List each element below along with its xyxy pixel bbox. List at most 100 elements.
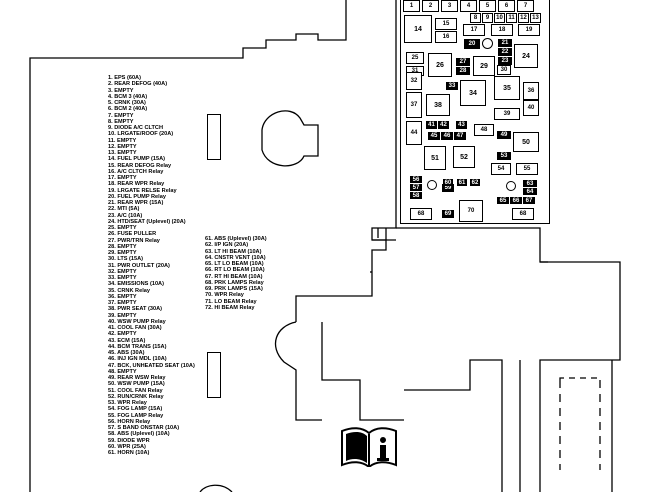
fuse-19: 19 [518,24,540,36]
fuse-46: 46 [441,132,453,140]
legend-entry: 13. EMPTY [108,150,137,156]
legend-entry: 67. RT HI BEAM (10A) [205,273,263,280]
legend-entry: 22. MTI (5A) [108,206,140,213]
fuse-holder-circle [482,38,493,49]
legend-entry: 39. EMPTY [108,312,137,319]
legend-entry: 64. CNSTR VENT (10A) [205,254,266,261]
fuse-69: 69 [442,210,454,218]
fuse-64: 64 [523,188,537,195]
fuse-61: 61 [457,179,467,186]
fuse-63: 63 [523,180,537,187]
fuse-1: 1 [403,0,420,12]
legend-entry: 16. A/C CLTCH Relay [108,168,164,175]
legend-entry: 68. PRK LAMPS Relay [205,279,264,286]
fuse-14: 14 [404,15,432,43]
fuse-4: 4 [460,0,477,12]
legend-entry: 27. PWR/TRN Relay [108,237,160,244]
fuse-21: 21 [498,39,512,47]
fuse-36: 36 [523,82,539,100]
legend-entry: 5. CRNK (30A) [108,100,146,106]
legend-entry: 2. REAR DEFOG (40A) [108,81,168,88]
legend-entry: 19. LRGATE RELSE Relay [108,187,177,194]
legend-entry: 33. EMPTY [108,275,137,281]
fuse-slot-decor-a [207,114,221,160]
legend-entry: 35. CRNK Relay [108,287,150,294]
legend-entry: 70. WPR Relay [205,292,244,299]
legend-entry: 24. HTD/SEAT (Uplevel) (20A) [108,218,186,225]
fuse-24: 24 [514,44,538,68]
legend-entry: 66. RT LO BEAM (10A) [205,267,265,274]
fuse-54: 54 [491,163,511,175]
fuse-58: 58 [410,192,422,199]
fuse-11: 11 [506,13,517,23]
legend-entry: 56. HORN Relay [108,418,151,425]
legend-entry: 42. EMPTY [108,331,137,338]
fuse-57: 57 [410,184,422,191]
fuse-34: 34 [460,80,486,106]
legend-entry: 54. FOG LAMP (15A) [108,406,163,413]
fuse-42: 42 [438,121,449,129]
legend-entry: 72. HI BEAM Relay [205,304,255,311]
fuse-41: 41 [426,121,437,129]
legend-entry: 40. WSW PUMP Relay [108,318,166,325]
legend-entry: 23. A/C (10A) [108,212,143,219]
legend-entry: 65. LT LO BEAM (10A) [205,261,264,267]
legend-entry: 60. WPR (25A) [108,443,146,450]
legend-entry: 21. REAR WPR (15A) [108,200,164,206]
fuse-56: 56 [410,176,422,183]
fuse-47: 47 [454,132,466,140]
legend-entry: 9. DIODE A/C CLTCH [108,125,164,131]
fuse-17: 17 [463,24,485,36]
fuse-28: 28 [456,67,470,75]
fuse-3: 3 [441,0,458,12]
fuse-39: 39 [494,108,520,120]
legend-entry: 17. EMPTY [108,175,137,181]
legend-entry: 59. DIODE WPR [108,437,150,444]
fuse-27: 27 [456,58,470,66]
legend-entry: 46. INJ IGN MDL (10A) [108,356,167,363]
legend-entry: 62. I/P IGN (20A) [205,242,249,249]
legend-entry: 6. BCM 2 (40A) [108,106,148,113]
fuse-37: 37 [406,92,422,118]
legend-entry: 45. ABS (30A) [108,350,145,356]
fuse-65: 65 [497,197,509,204]
fuse-48: 48 [474,124,494,136]
fuse-6: 6 [498,0,515,12]
fuse-55: 55 [516,163,538,175]
fuse-50: 50 [513,132,539,152]
fuse-44: 44 [406,121,422,145]
fuse-25: 25 [406,52,424,64]
fuse-32: 32 [406,72,422,90]
legend-entry: 43. ECM (15A) [108,337,146,344]
fuse-10: 10 [494,13,505,23]
fuse-9: 9 [482,13,493,23]
fuse-60: 60 [443,179,453,186]
legend-entry: 30. LTS (15A) [108,256,144,263]
legend-entry: 4. BCM 3 (40A) [108,93,148,100]
fuse-22: 22 [498,48,512,56]
legend-entry: 51. COOL FAN Relay [108,387,163,394]
fuse-70: 70 [459,200,483,222]
legend-entry: 36. EMPTY [108,293,137,300]
fuse-43: 43 [456,121,467,129]
legend-entry: 63. LT HI BEAM (10A) [205,248,262,255]
fuse-68-b: 68 [512,208,534,220]
legend-entry: 41. COOL FAN (30A) [108,325,162,331]
legend-entry: 31. PWR OUTLET (20A) [108,262,170,269]
legend-entry: 69. PRK LAMPS (15A) [205,286,263,292]
owner-manual-info-icon [340,425,400,469]
fuse-12: 12 [518,13,529,23]
legend-entry: 58. ABS (Uplevel) (10A) [108,431,170,438]
legend-entry: 50. WSW PUMP (15A) [108,381,165,388]
legend-entry: 32. EMPTY [108,268,137,275]
fuse-52: 52 [453,146,475,168]
legend-entry: 61. ABS (Uplevel) (30A) [205,236,267,242]
legend-entry: 29. EMPTY [108,250,137,256]
fuse-53: 53 [497,152,511,160]
legend-entry: 53. WPR Relay [108,400,147,406]
legend-entry: 57. S BAND ONSTAR (10A) [108,425,180,431]
legend-entry: 12. EMPTY [108,143,137,150]
fuse-33: 33 [446,82,458,90]
